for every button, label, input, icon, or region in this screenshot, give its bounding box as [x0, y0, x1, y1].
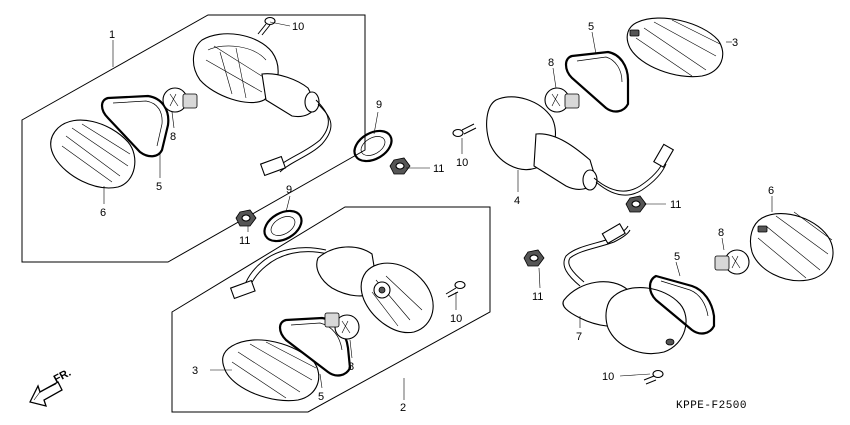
signal-housing-left: [192, 33, 332, 177]
assembly-rear-right: [452, 17, 724, 213]
part-label-9-lower: 9: [286, 184, 292, 196]
part-label-8-upper-right: 8: [548, 57, 554, 69]
gasket-5-lower-right: [648, 274, 716, 335]
part-label-5-lower: 5: [318, 391, 324, 403]
screw-10-bottom: [643, 369, 664, 385]
part-label-10-bottom: 10: [602, 371, 614, 383]
part-label-8-far-right: 8: [718, 227, 724, 239]
part-label-8-lower: 8: [348, 361, 354, 373]
lens-3-lower: [222, 339, 320, 402]
nut-11-right: [625, 195, 647, 213]
part-label-3-upper: 3: [732, 37, 738, 49]
front-direction-arrow: FR.: [29, 367, 73, 407]
part-label-11-lower-right: 11: [532, 291, 543, 303]
part-label-11-right: 11: [670, 199, 681, 211]
gasket-5-left: [100, 94, 170, 158]
signal-housing-front-left: [229, 246, 434, 334]
part-label-3-lower: 3: [192, 365, 198, 377]
screw-10-right: [445, 280, 466, 298]
part-label-4: 4: [514, 195, 520, 207]
part-label-5-lower-right: 5: [674, 251, 680, 263]
part-labels: 1 10 8 5 6 9 11 9 11 10 3 5 8 2 3 5 8 10…: [100, 21, 774, 414]
part-label-9-upper: 9: [376, 99, 382, 111]
lens-6-left: [50, 119, 136, 189]
nut-11-upper: [389, 157, 411, 175]
part-label-8-left: 8: [170, 131, 176, 143]
nut-11-left: [235, 209, 257, 227]
bulb-8-upper-right: [544, 87, 580, 113]
screw-10-center: [452, 123, 477, 138]
diagram-code: KPPE-F2500: [676, 400, 747, 412]
grommet-9-upper: [353, 129, 393, 163]
screw-10-top: [257, 16, 276, 36]
assembly-group-1: [21, 14, 411, 263]
part-label-6-left: 6: [100, 207, 106, 219]
signal-housing-rear-right: [486, 96, 675, 196]
part-label-11-upper: 11: [433, 163, 444, 175]
leader-lines: [103, 21, 773, 389]
part-label-11-left: 11: [239, 235, 250, 247]
part-label-5-left: 5: [156, 181, 162, 193]
part-label-10-top: 10: [292, 21, 304, 33]
bulb-8-left: [162, 87, 198, 113]
part-label-6-right: 6: [768, 185, 774, 197]
part-label-2: 2: [400, 402, 406, 414]
lens-6-right: [749, 211, 834, 282]
gasket-5-upper-right: [564, 50, 630, 113]
assembly-front-right: [523, 211, 834, 385]
nut-11-lower-right: [523, 249, 545, 267]
bulb-8-lower: [324, 312, 360, 340]
lens-3-upper: [626, 17, 724, 78]
grommet-9-lower: [263, 209, 303, 243]
signal-housing-front-right: [562, 223, 687, 355]
direction-label: FR.: [52, 367, 73, 386]
part-label-10-center: 10: [456, 157, 468, 169]
part-label-10-right: 10: [450, 313, 462, 325]
part-label-5-upper-right: 5: [588, 21, 594, 33]
assembly-group-2: [171, 206, 491, 413]
part-label-7: 7: [576, 331, 582, 343]
part-label-1: 1: [109, 29, 115, 41]
bulb-8-far-right: [714, 249, 750, 275]
